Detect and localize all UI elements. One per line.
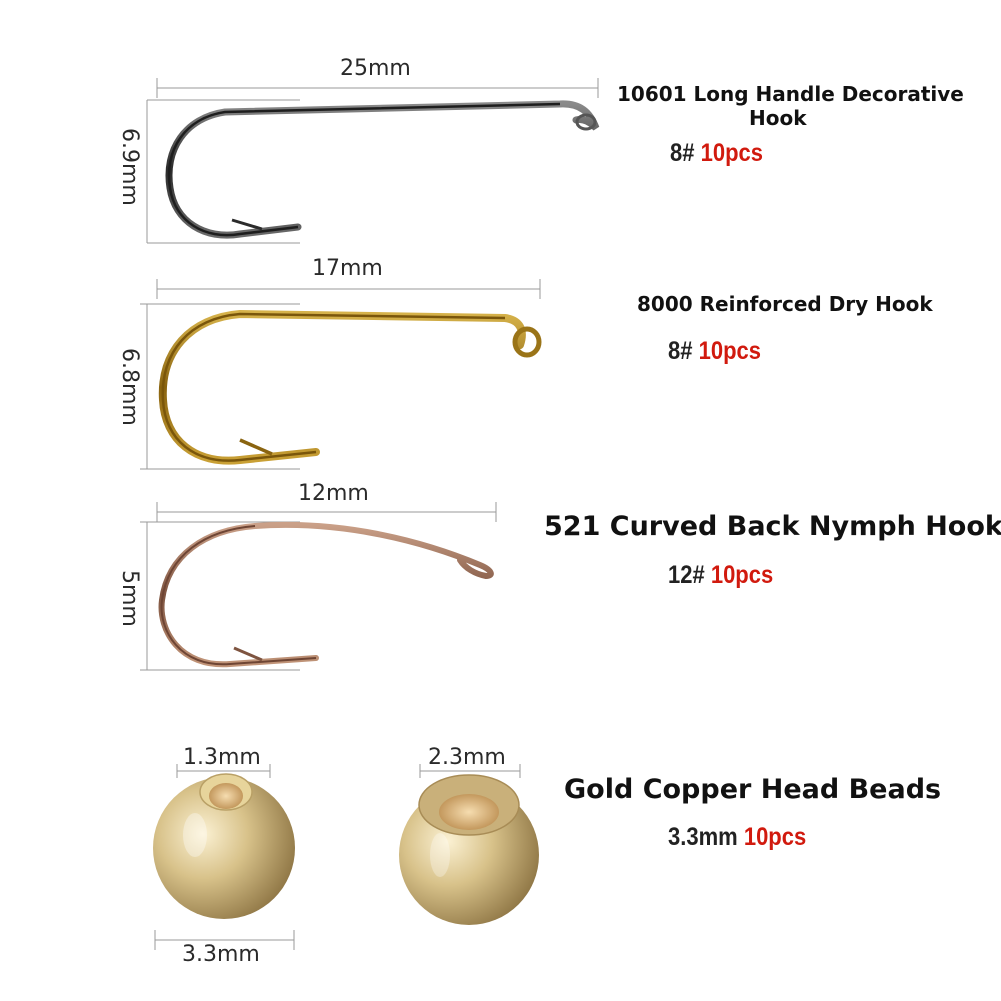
- hook-1-height-label: 6.9mm: [117, 128, 142, 206]
- hook-10601-drawing: [146, 78, 600, 244]
- hook-2-title: 8000 Reinforced Dry Hook: [637, 292, 933, 316]
- beads-title: Gold Copper Head Beads: [564, 774, 942, 805]
- hook-1-quantity: 10pcs: [700, 139, 763, 167]
- bead-diameter-label: 3.3mm: [182, 942, 260, 967]
- bead-large-hole-label: 2.3mm: [428, 745, 506, 770]
- hook-3-size: 12#: [668, 561, 705, 589]
- hook-3-quantity: 10pcs: [710, 561, 774, 589]
- hook-1-title-line2: Hook: [749, 106, 807, 130]
- hook-2-size: 8#: [668, 337, 693, 365]
- hook-1-spec: 8# 10pcs: [670, 139, 763, 168]
- hook-2-quantity: 10pcs: [698, 337, 761, 365]
- hook-1-size: 8#: [670, 139, 695, 167]
- bead-right-drawing: [399, 764, 539, 925]
- hook-3-length-label: 12mm: [298, 481, 369, 506]
- hook-521-drawing: [140, 502, 497, 671]
- hook-3-spec: 12# 10pcs: [668, 561, 773, 590]
- beads-spec: 3.3mm 10pcs: [668, 823, 806, 852]
- hook-1-title: 10601 Long Handle Decorative: [617, 82, 964, 106]
- hook-2-spec: 8# 10pcs: [668, 337, 761, 366]
- bead-small-hole-label: 1.3mm: [183, 745, 261, 770]
- hook-2-height-label: 6.8mm: [117, 348, 142, 426]
- hook-3-title: 521 Curved Back Nymph Hook: [544, 511, 1001, 542]
- beads-size: 3.3mm: [668, 823, 738, 851]
- hook-2-length-label: 17mm: [312, 256, 383, 281]
- hook-8000-drawing: [140, 279, 542, 470]
- beads-quantity: 10pcs: [743, 823, 807, 851]
- hook-3-height-label: 5mm: [117, 570, 142, 627]
- hook-1-length-label: 25mm: [340, 56, 411, 81]
- bead-left-drawing: [153, 764, 295, 950]
